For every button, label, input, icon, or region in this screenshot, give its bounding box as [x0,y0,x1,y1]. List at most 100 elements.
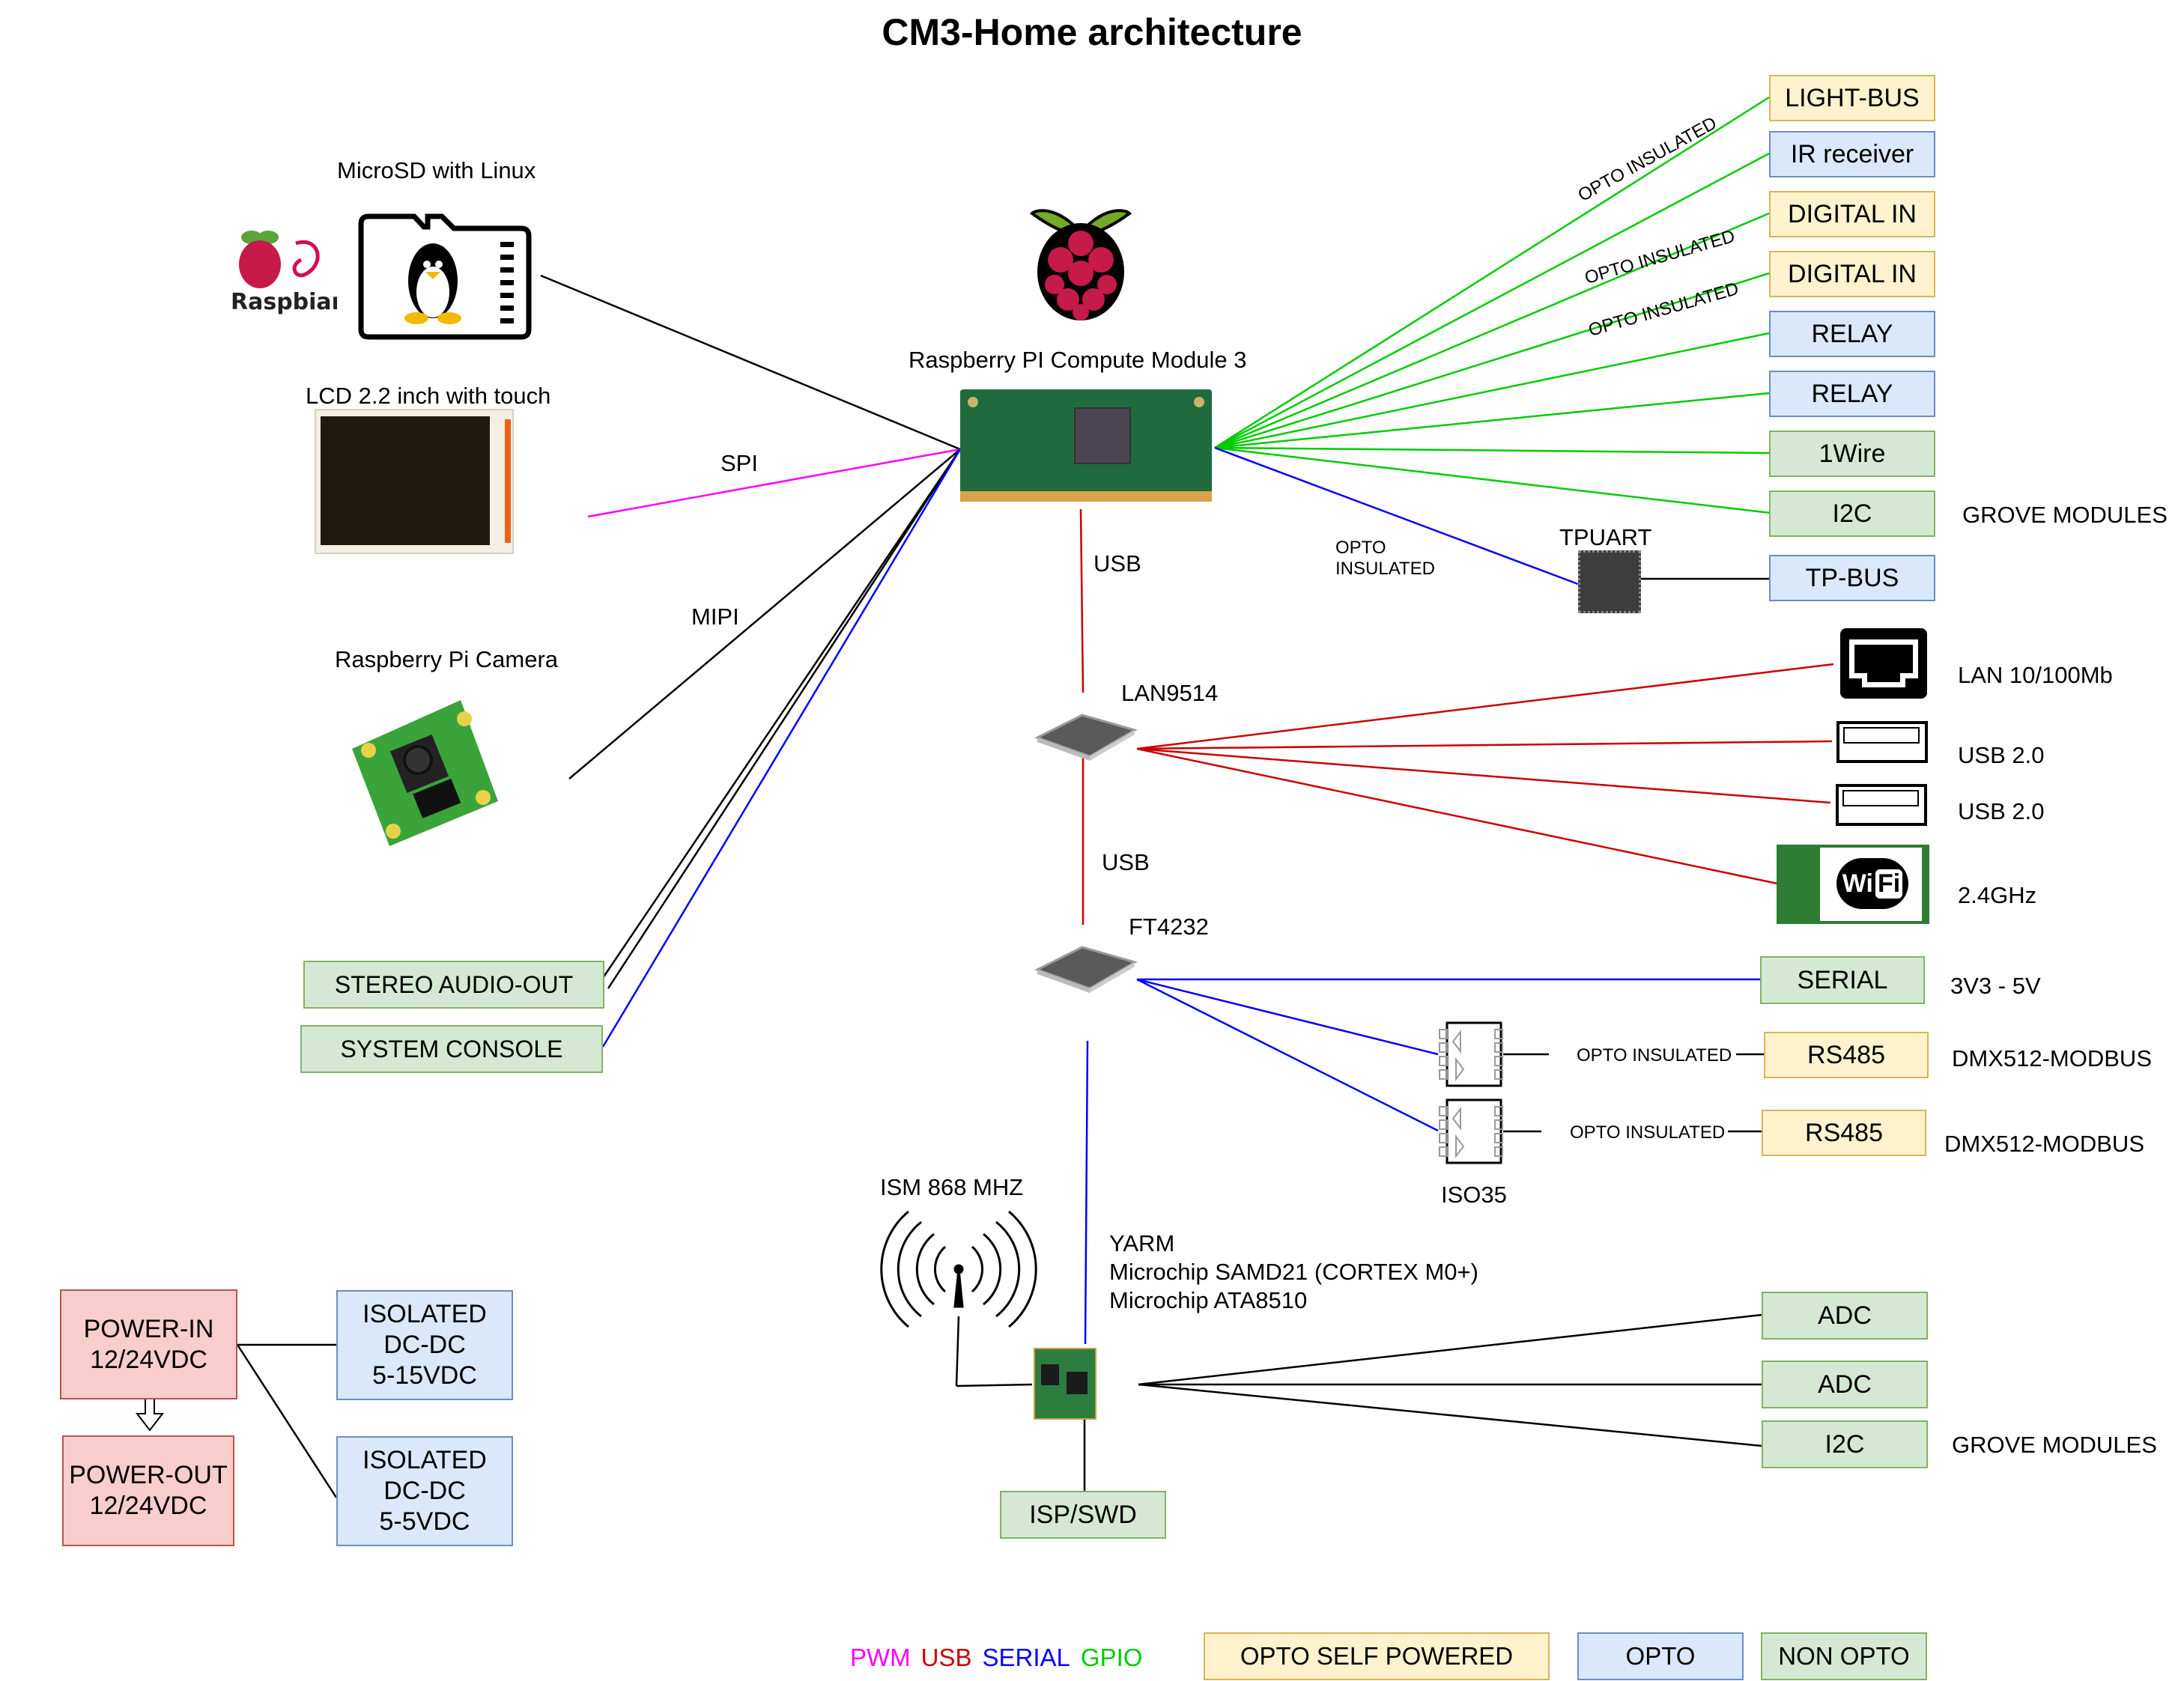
stereo-audio-out-box[interactable]: STEREO AUDIO-OUT [303,961,604,1009]
dmx-modbus-label-1: DMX512-MODBUS [1952,1045,2152,1071]
rs485-box-2[interactable]: RS485 [1762,1110,1926,1156]
yarm-output-box-adc[interactable]: ADC [1762,1292,1928,1340]
dcdc1-line3: 5-15VDC [372,1361,477,1390]
usb-2-label-1: USB 2.0 [1958,742,2045,768]
gpio-box-i2c[interactable]: I2C [1769,490,1935,537]
raspberry-pi-logo-icon [1029,209,1132,320]
lan9514-chip-icon[interactable] [1030,711,1138,764]
dcdc1-line2: DC-DC [383,1331,466,1360]
line-1wire [1214,446,1771,455]
system-console-label: SYSTEM CONSOLE [340,1035,563,1063]
power-out-title: POWER-OUT [69,1461,228,1490]
raspbian-text: Raspbian [231,289,337,315]
ft4232-label: FT4232 [1129,914,1209,940]
ft4232-chip-icon[interactable] [1030,943,1138,996]
power-out-voltage: 12/24VDC [89,1492,207,1520]
line-tpuart [1214,446,1579,586]
yarm-output-box-i2c[interactable]: I2C [1762,1420,1928,1468]
line-iso-2 [1136,978,1439,1132]
legend-box-opto-self-powered: OPTO SELF POWERED [1204,1632,1550,1680]
gpio-box-digital-in[interactable]: DIGITAL IN [1769,251,1935,297]
line-i2c [1214,446,1771,514]
system-console-box[interactable]: SYSTEM CONSOLE [300,1025,603,1073]
line-microsd [540,274,961,451]
gpio-box-1wire[interactable]: 1Wire [1769,431,1935,477]
yarm-output-box-adc[interactable]: ADC [1762,1361,1928,1408]
gpio-box-digital-in[interactable]: DIGITAL IN [1769,191,1935,237]
power-in-title: POWER-IN [83,1314,214,1343]
yarm-output-label: ADC [1818,1370,1872,1399]
line-ir [1214,152,1770,449]
microsd-label: MicroSD with Linux [337,157,536,183]
gpio-box-ir-receiver[interactable]: IR receiver [1769,131,1935,177]
gpio-box-label: DIGITAL IN [1788,259,1917,288]
iso35-label: ISO35 [1441,1182,1507,1208]
legend-usb: USB [920,1644,972,1671]
legend-box-non-opto: NON OPTO [1761,1632,1927,1680]
legend-box-label: OPTO [1625,1642,1696,1671]
line-mipi [568,449,961,779]
dcdc2-line3: 5-5VDC [379,1507,470,1536]
line-usb-1 [1079,508,1085,693]
tpuart-chip-icon[interactable] [1578,550,1641,613]
yarm-module-icon[interactable] [1034,1348,1096,1420]
legend-serial: SERIAL [982,1644,1070,1671]
line-audio [601,449,962,979]
usb-label-2: USB [1102,849,1150,875]
gpio-lines [1214,96,1771,514]
rs485-box-1[interactable]: RS485 [1764,1032,1929,1078]
rs485-opto-label-2: OPTO INSULATED [1570,1122,1726,1143]
cm3-label: Raspberry PI Compute Module 3 [909,347,1247,373]
line-digital-in-2 [1214,272,1770,449]
isp-swd-label: ISP/SWD [1029,1500,1137,1529]
tpuart-label: TPUART [1559,524,1652,550]
dcdc1-line1: ISOLATED [363,1300,487,1329]
line-relay-2 [1214,392,1770,449]
raspbian-logo-icon: Raspbian [231,231,337,315]
yarm-output-label: I2C [1824,1429,1865,1459]
usb-label-1: USB [1093,550,1141,577]
serial-box[interactable]: SERIAL [1760,956,1925,1004]
line-digital-in-1 [1214,212,1770,449]
tp-bus-box[interactable]: TP-BUS [1769,555,1935,601]
ethernet-port-icon [1840,628,1927,699]
page-title: CM3-Home architecture [882,11,1302,53]
gpio-box-relay[interactable]: RELAY [1769,311,1935,357]
legend-gpio: GPIO [1080,1644,1143,1671]
grove-modules-label-2: GROVE MODULES [1952,1432,2157,1458]
gpio-box-relay[interactable]: RELAY [1769,371,1935,417]
line-lan [1136,663,1834,750]
dcdc2-line1: ISOLATED [363,1446,487,1475]
tp-bus-label: TP-BUS [1805,563,1899,592]
lan-label: LAN 10/100Mb [1958,662,2113,688]
compute-module-board-icon[interactable] [960,389,1212,502]
usb-port-icon-2 [1836,784,1927,826]
serial-voltage-label: 3V3 - 5V [1950,973,2041,999]
gpio-box-light-bus[interactable]: LIGHT-BUS [1769,75,1935,121]
isp-swd-box[interactable]: ISP/SWD [1000,1491,1166,1539]
microsd-card-icon [358,213,532,340]
gpio-box-label: LIGHT-BUS [1785,83,1920,112]
spi-label: SPI [721,450,758,476]
line-usb-port-1 [1136,740,1833,750]
line-spi [587,448,961,518]
gpio-box-label: RELAY [1811,319,1893,348]
tpuart-opto-label-1: OPTO [1335,538,1386,558]
line-audio-2 [607,449,962,989]
gpio-box-label: RELAY [1811,379,1893,408]
gpio-box-label: IR receiver [1790,139,1914,168]
wifi-badge-wi: Wi [1842,869,1874,898]
legend-box-opto: OPTO [1577,1632,1744,1680]
serial-label: SERIAL [1797,965,1888,994]
stereo-audio-out-label: STEREO AUDIO-OUT [334,970,574,998]
lcd-display-icon [315,409,514,554]
line-iso-1 [1136,978,1439,1056]
wifi-label: 2.4GHz [1958,882,2037,908]
camera-label: Raspberry Pi Camera [335,646,559,672]
rs485-opto-label-1: OPTO INSULATED [1577,1045,1732,1066]
